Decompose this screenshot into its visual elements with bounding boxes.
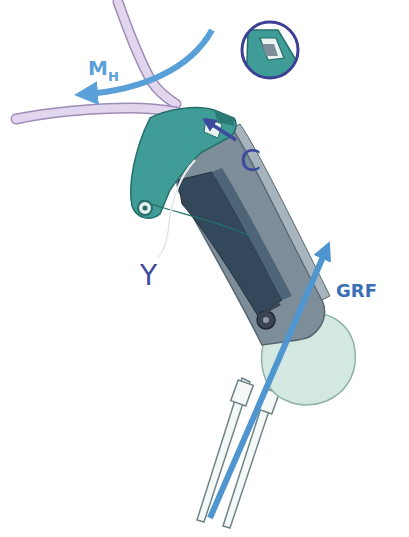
contact-label: C xyxy=(240,146,261,176)
force-label: GRF xyxy=(336,282,377,300)
moment-label: M xyxy=(88,58,108,78)
moment-subscript: H xyxy=(108,70,119,83)
cable-label: Y xyxy=(140,262,157,290)
